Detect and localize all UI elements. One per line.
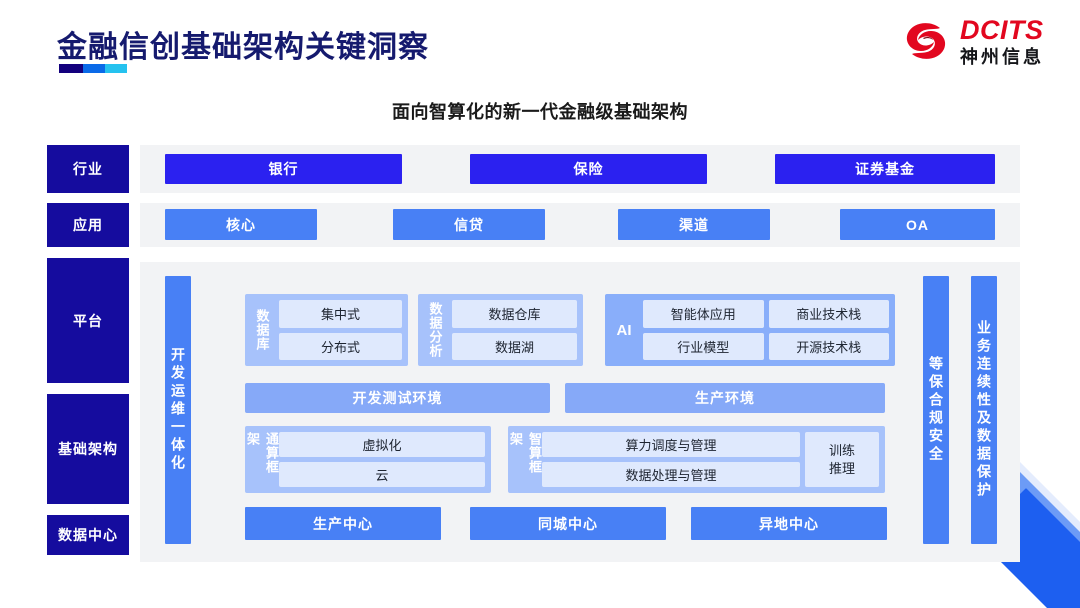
rail-item-industry: 行业 <box>47 145 129 193</box>
group-ai[interactable]: AI 智能体应用 商业技术栈 行业模型 开源技术栈 <box>605 294 895 366</box>
group-label-database: 数据库 <box>254 309 270 351</box>
brand-logo: DCITS 神州信息 <box>901 16 1044 66</box>
training-label: 训练 <box>828 442 855 458</box>
group-general-compute-framework[interactable]: 通算框架 虚拟化 云 <box>245 426 491 493</box>
group-database[interactable]: 数据库 集中式 分布式 <box>245 294 408 366</box>
group-label-general-compute: 通算框架 <box>245 432 279 474</box>
sub-data-processing[interactable]: 数据处理与管理 <box>542 462 800 487</box>
title-accent-bar <box>59 64 127 73</box>
app-chip-credit[interactable]: 信贷 <box>393 209 545 240</box>
group-label-ai: AI <box>616 321 632 339</box>
layer-rail: 行业 应用 平台 基础架构 数据中心 <box>47 145 129 555</box>
sub-industry-model[interactable]: 行业模型 <box>643 332 764 360</box>
inference-label: 推理 <box>828 460 855 476</box>
app-chip-core[interactable]: 核心 <box>165 209 317 240</box>
platform-infrastructure-panel: 开发运维一体化 等保合规安全 业务连续性及数据保护 数据库 集中式 分布式 数据… <box>140 262 1020 562</box>
industry-band: 银行 保险 证券基金 <box>140 145 1020 193</box>
app-chip-oa[interactable]: OA <box>840 209 995 240</box>
vbar-compliance-security[interactable]: 等保合规安全 <box>923 276 949 544</box>
sub-virtualization[interactable]: 虚拟化 <box>279 432 485 457</box>
env-production[interactable]: 生产环境 <box>565 383 885 413</box>
industry-chip-bank[interactable]: 银行 <box>165 154 402 184</box>
sub-data-lake[interactable]: 数据湖 <box>452 332 577 360</box>
sub-compute-scheduling[interactable]: 算力调度与管理 <box>542 432 800 457</box>
group-label-intelligent-compute: 智算框架 <box>508 432 542 474</box>
logo-text-cn: 神州信息 <box>960 46 1044 67</box>
rail-item-infrastructure: 基础架构 <box>47 394 129 504</box>
dc-same-city-center[interactable]: 同城中心 <box>470 507 666 540</box>
rail-item-application: 应用 <box>47 203 129 247</box>
logo-text-en: DCITS <box>960 14 1044 45</box>
slide-header: 金融信创基础架构关键洞察 DCITS 神州信息 <box>0 0 1080 92</box>
industry-chip-securities-fund[interactable]: 证券基金 <box>775 154 995 184</box>
sub-training-inference[interactable]: 训练 推理 <box>805 432 879 487</box>
sub-distributed[interactable]: 分布式 <box>279 332 402 360</box>
dcits-swirl-logo-icon <box>906 23 946 59</box>
sub-cloud[interactable]: 云 <box>279 462 485 487</box>
vbar-business-continuity[interactable]: 业务连续性及数据保护 <box>971 276 997 544</box>
sub-opensource-stack[interactable]: 开源技术栈 <box>768 332 889 360</box>
sub-data-warehouse[interactable]: 数据仓库 <box>452 300 577 328</box>
app-chip-channel[interactable]: 渠道 <box>618 209 770 240</box>
sub-agent-application[interactable]: 智能体应用 <box>643 300 764 328</box>
group-label-data-analysis: 数据分析 <box>427 302 443 358</box>
vbar-devops[interactable]: 开发运维一体化 <box>165 276 191 544</box>
dc-production-center[interactable]: 生产中心 <box>245 507 441 540</box>
rail-item-platform: 平台 <box>47 258 129 383</box>
group-data-analysis[interactable]: 数据分析 数据仓库 数据湖 <box>418 294 583 366</box>
sub-centralized[interactable]: 集中式 <box>279 300 402 328</box>
env-dev-test[interactable]: 开发测试环境 <box>245 383 550 413</box>
diagram-subtitle: 面向智算化的新一代金融级基础架构 <box>392 102 688 122</box>
group-intelligent-compute-framework[interactable]: 智算框架 算力调度与管理 数据处理与管理 训练 推理 <box>508 426 885 493</box>
application-band: 核心 信贷 渠道 OA <box>140 203 1020 247</box>
sub-commercial-stack[interactable]: 商业技术栈 <box>768 300 889 328</box>
rail-item-datacenter: 数据中心 <box>47 515 129 555</box>
page-title: 金融信创基础架构关键洞察 <box>57 31 429 64</box>
industry-chip-insurance[interactable]: 保险 <box>470 154 707 184</box>
dc-remote-center[interactable]: 异地中心 <box>691 507 887 540</box>
